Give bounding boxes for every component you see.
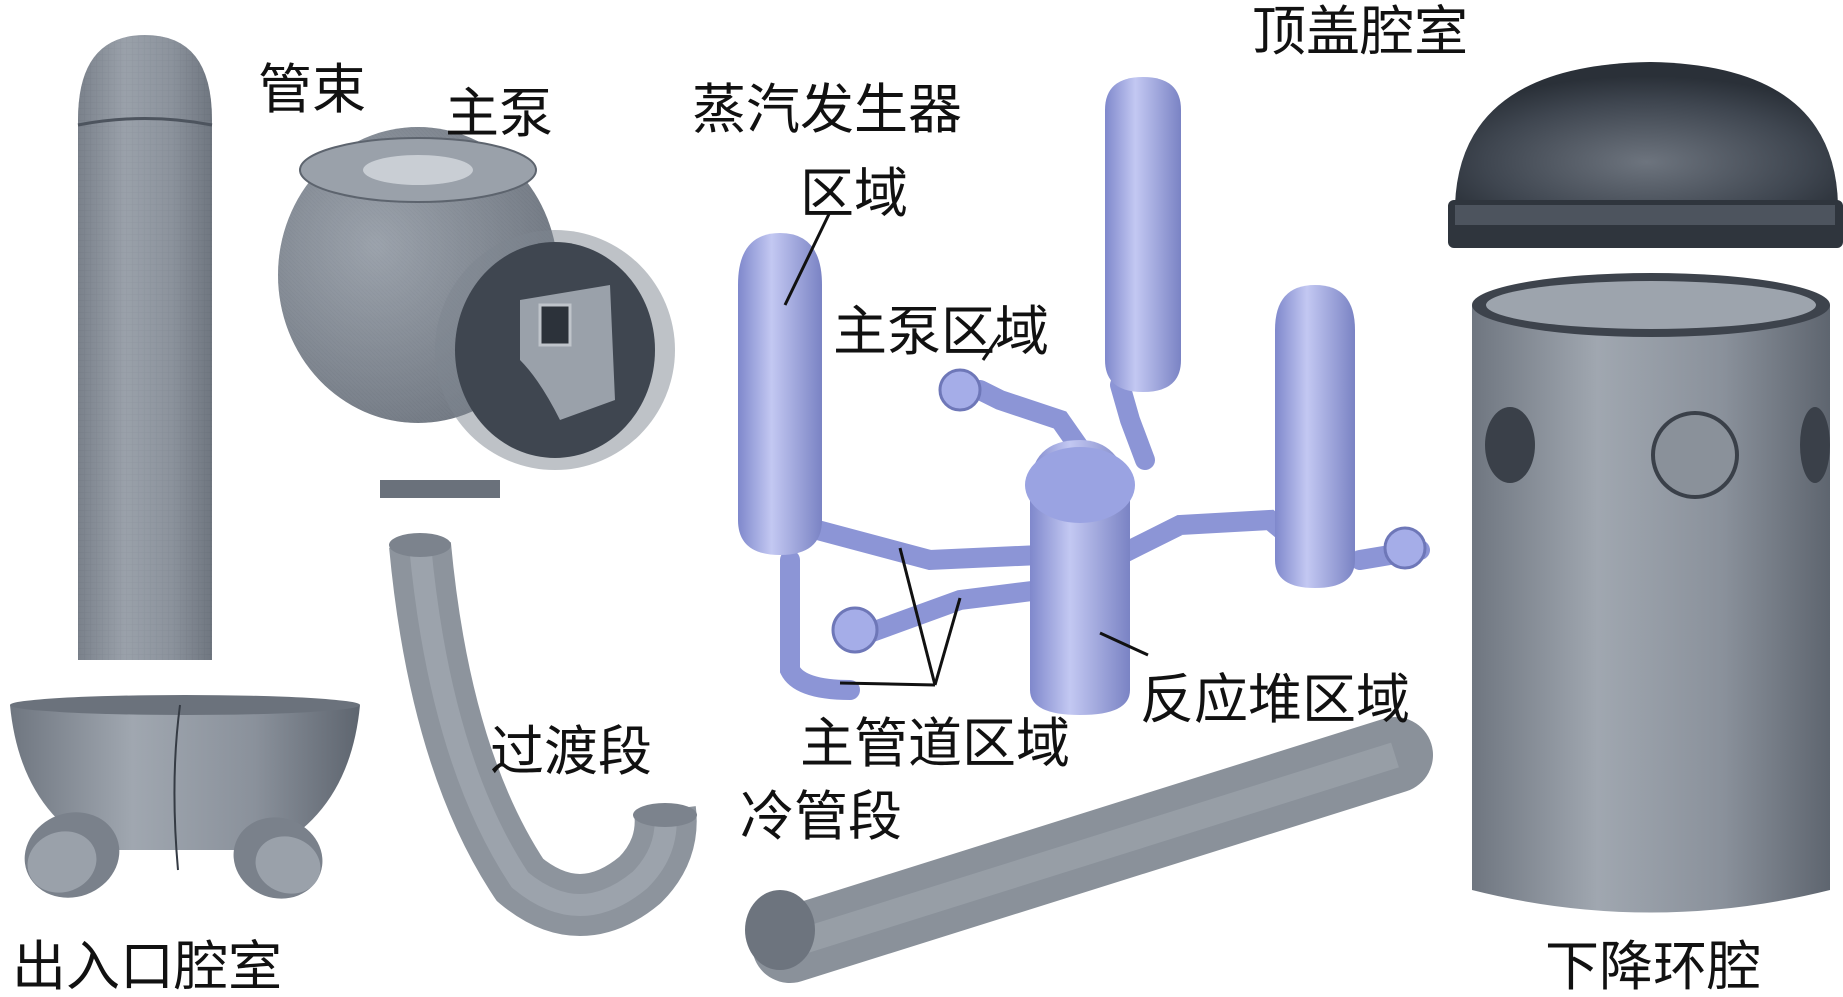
downcomer-label: 下降环腔	[1545, 935, 1761, 997]
head-chamber-mesh	[1448, 62, 1843, 248]
cold-leg-label: 冷管段	[740, 785, 902, 848]
head-chamber-label: 顶盖腔室	[1252, 0, 1468, 63]
main-pump-label: 主泵	[445, 82, 553, 145]
reactor-region-label: 反应堆区域	[1140, 668, 1410, 731]
transition-section-label: 过渡段	[490, 720, 652, 783]
pump-top	[938, 368, 982, 412]
transition-section-mesh	[389, 533, 697, 936]
steam-generator-right	[1275, 285, 1355, 588]
inlet-outlet-chamber-label: 出入口腔室	[12, 935, 282, 997]
pump-right	[1383, 526, 1427, 570]
loop-assembly	[738, 77, 1430, 715]
steam-generator-left	[738, 233, 822, 555]
inlet-outlet-chamber-mesh	[10, 695, 360, 899]
reactor-vessel	[1025, 440, 1135, 715]
main-pump-region-label: 主泵区域	[833, 300, 1049, 363]
main-pump-mesh	[278, 127, 675, 498]
downcomer-mesh	[1472, 273, 1830, 913]
leader-lines	[783, 211, 1149, 687]
cold-leg-mesh	[745, 717, 1433, 983]
pump-left	[831, 606, 879, 654]
steam-generator-label-line2: 区域	[800, 162, 908, 225]
tube-bundle-mesh	[77, 35, 213, 660]
steam-generator-label-line1: 蒸汽发生器	[692, 78, 962, 141]
main-pipe-region-label: 主管道区域	[800, 712, 1070, 775]
tube-bundle-label: 管束	[258, 58, 366, 121]
steam-generator-center	[1105, 77, 1181, 392]
